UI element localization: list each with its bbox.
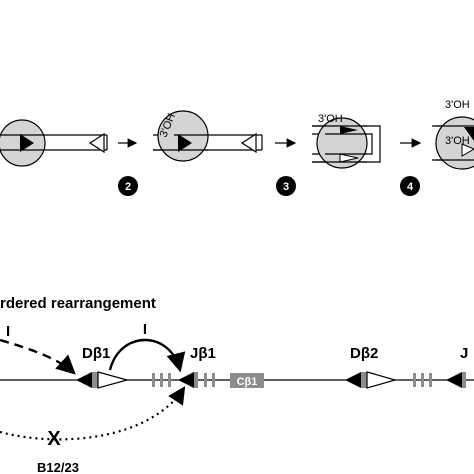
svg-text:3: 3	[283, 181, 289, 193]
j-beta-2-cluster: J	[413, 345, 468, 388]
step-3-complex: 3'OH	[312, 113, 381, 169]
j-beta-1-label: Jβ1	[190, 345, 216, 362]
rag-complex-circle	[157, 110, 209, 162]
open-rss-triangle	[339, 153, 359, 163]
solid-arrow-d1-to-j1	[108, 338, 186, 373]
d-beta-2-segment: Dβ2	[345, 345, 398, 389]
arrow-label-left: I	[6, 323, 10, 340]
oh-label: 3'OH	[318, 113, 343, 125]
oh-label: 3'OH	[445, 99, 470, 111]
open-rss-triangle	[88, 132, 105, 154]
panel-title: rdered rearrangement	[0, 295, 156, 312]
block-mark: X	[47, 428, 61, 450]
step-1-complex	[0, 119, 108, 167]
j-beta-1-cluster: Jβ1	[152, 345, 216, 388]
open-rss-triangle	[240, 132, 257, 154]
arrow-label-mid: I	[143, 321, 147, 338]
b12-23-label: B12/23	[37, 460, 79, 474]
filled-rss-triangle	[20, 134, 34, 152]
bottom-panel: rdered rearrangement Dβ1 Jβ1 Cβ1	[0, 295, 474, 474]
filled-rss-triangle	[340, 126, 358, 134]
open-rss-triangle	[461, 143, 474, 157]
filled-rss-triangle	[464, 127, 474, 141]
oh-label: 3'OH	[445, 135, 470, 147]
dashed-arrow-to-d1	[0, 338, 76, 375]
step-4-complex: 3'OH 3'OH	[432, 99, 474, 170]
svg-text:2: 2	[125, 181, 131, 193]
d-beta-1-segment: Dβ1	[76, 345, 130, 389]
d-beta-1-label: Dβ1	[82, 345, 110, 362]
step-badge-3: 3	[276, 176, 296, 196]
top-panel: 3'OH 3'OH 3'OH 3'OH	[0, 99, 474, 196]
rag-complex-circle	[435, 116, 474, 170]
dotted-arrow-to-j1	[0, 386, 186, 441]
c-beta-1-segment: Cβ1	[230, 373, 264, 388]
step-badge-2: 2	[118, 176, 138, 196]
d-beta-2-label: Dβ2	[350, 345, 378, 362]
svg-text:4: 4	[407, 181, 414, 193]
c-beta-1-label: Cβ1	[237, 376, 258, 388]
step-2-complex: 3'OH	[153, 110, 263, 162]
filled-rss-triangle	[178, 134, 192, 152]
step-badge-4: 4	[400, 176, 420, 196]
j-beta-2-label: J	[460, 345, 468, 362]
